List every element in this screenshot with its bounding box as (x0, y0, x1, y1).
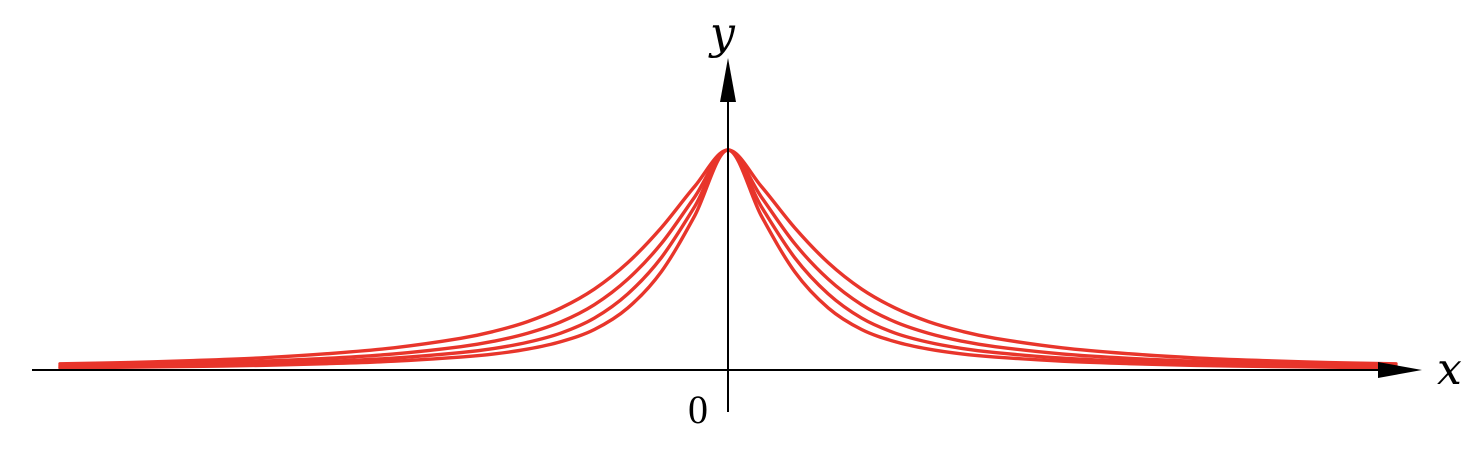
y-axis-arrow (720, 58, 736, 102)
origin-tick-label: 0 (688, 387, 708, 432)
x-axis-label: x (1437, 344, 1462, 395)
y-axis-label: y (708, 8, 736, 59)
x-axis-arrow (1378, 362, 1422, 378)
